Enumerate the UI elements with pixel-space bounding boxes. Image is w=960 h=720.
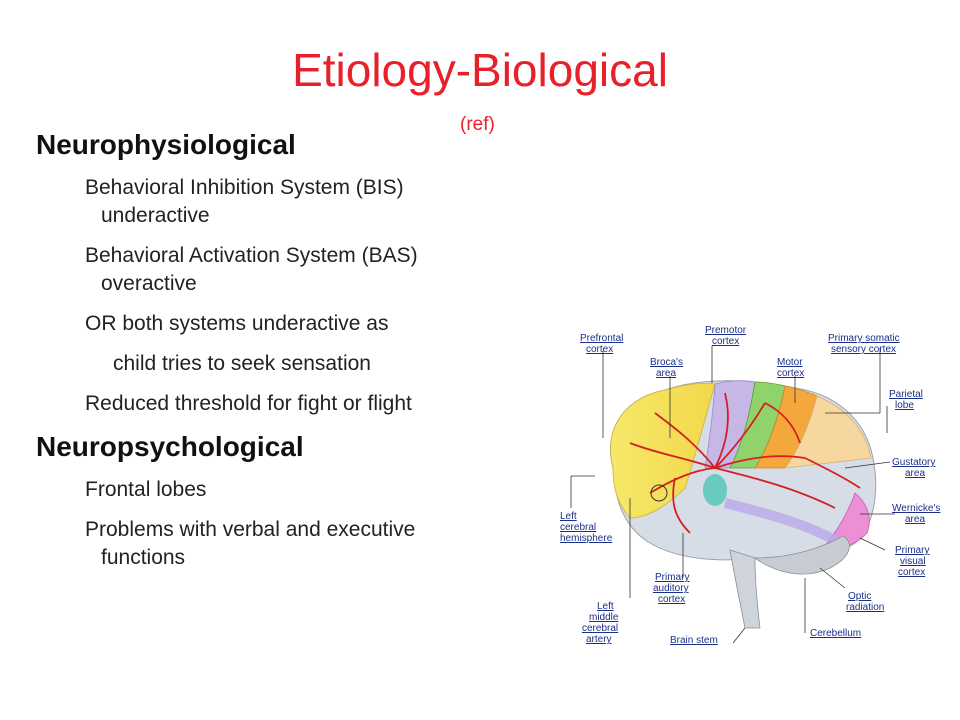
artery-origin-marker	[650, 484, 668, 502]
section-heading-neurophysiological: Neurophysiological	[36, 129, 296, 160]
bullet-verbal: Problems with verbal and executive	[85, 518, 416, 541]
slide-title: Etiology-Biological	[292, 44, 668, 96]
bullet-verbal-cont: functions	[101, 546, 186, 569]
bullet-bas: Behavioral Activation System (BAS)	[85, 244, 418, 267]
label-brainstem: Brain stem	[670, 635, 718, 646]
parietal-region	[784, 395, 872, 469]
brainstem-shape	[729, 549, 761, 629]
temporal-band	[723, 498, 843, 548]
label-cerebellum: Cerebellum	[810, 628, 861, 639]
bullet-bas-cont: overactive	[101, 272, 197, 295]
leader-lines	[570, 346, 895, 644]
bullet-both-cont: child tries to seek sensation	[113, 352, 371, 375]
cerebral-arteries	[629, 392, 861, 534]
bullet-bis: Behavioral Inhibition System (BIS)	[85, 176, 404, 199]
section-heading-neuropsychological: Neuropsychological	[36, 431, 304, 462]
broca-region	[703, 474, 727, 506]
bullet-bis-cont: underactive	[101, 204, 210, 227]
bullet-both: OR both systems underactive as	[85, 312, 389, 335]
bullet-frontal: Frontal lobes	[85, 478, 207, 501]
bullet-threshold: Reduced threshold for fight or flight	[85, 392, 412, 415]
cerebellum-shape	[753, 535, 850, 575]
slide-subtitle: (ref)	[460, 114, 495, 135]
content-body: Neurophysiological Behavioral Inhibition…	[36, 128, 556, 572]
